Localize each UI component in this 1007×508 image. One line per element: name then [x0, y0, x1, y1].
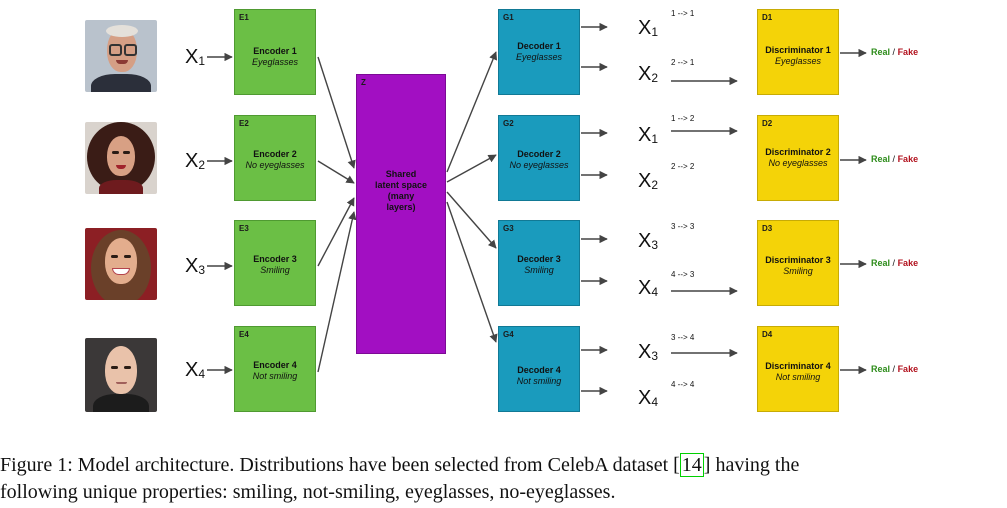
encoder-4-attr: Not smiling: [252, 371, 298, 381]
latent-tag: Z: [361, 78, 366, 87]
verdict-label-1: Real / Fake: [871, 47, 919, 57]
decoder-3-attr: Smiling: [524, 265, 554, 275]
discriminator-1-name: Discriminator 1: [765, 45, 831, 55]
decoder-3-name: Decoder 3: [517, 254, 561, 264]
pair-label-4: 2 --> 2: [671, 162, 695, 171]
encoder-3-attr: Smiling: [260, 265, 290, 275]
decoder-1-name: Decoder 1: [517, 41, 561, 51]
input-x3-label: X3: [185, 255, 206, 277]
encoder-1-tag: E1: [239, 13, 249, 22]
discriminator-2-name: Discriminator 2: [765, 147, 831, 157]
discriminator-1-tag: D1: [762, 13, 773, 22]
encoder-3-name: Encoder 3: [253, 254, 297, 264]
decoder-2-name: Decoder 2: [517, 149, 561, 159]
connection-arrows: [207, 22, 867, 396]
decoder-4-name: Decoder 4: [517, 365, 561, 375]
discriminator-3-tag: D3: [762, 224, 773, 233]
discriminator-2-attr: No eyeglasses: [768, 158, 828, 168]
encoder-1-attr: Eyeglasses: [251, 57, 299, 67]
output-label-1: X1: [638, 17, 659, 39]
output-label-4: X2: [638, 170, 659, 192]
caption-line-1: Figure 1: Model architecture. Distributi…: [0, 453, 800, 477]
encoder-2-attr: No eyeglasses: [245, 160, 305, 170]
discriminator-4-tag: D4: [762, 330, 773, 339]
discriminator-3-attr: Smiling: [783, 266, 813, 276]
encoder-1-name: Encoder 1: [253, 46, 297, 56]
latent-line-1: Shared: [385, 169, 417, 179]
pair-label-3: 1 --> 2: [671, 114, 695, 123]
output-label-8: X4: [638, 387, 659, 409]
decoder-3-tag: G3: [503, 224, 514, 233]
verdict-label-2: Real / Fake: [871, 154, 919, 164]
decoder-4-attr: Not smiling: [516, 376, 562, 386]
figure-caption: Figure 1: Model architecture. Distributi…: [0, 452, 1007, 506]
pair-label-2: 2 --> 1: [671, 58, 695, 67]
face-photo-2: [85, 122, 157, 194]
face-photo-4: [85, 338, 157, 412]
shared-latent-space-box: Z Shared latent space (many layers): [356, 74, 446, 354]
citation-link[interactable]: 14: [679, 453, 704, 477]
output-label-7: X3: [638, 341, 659, 363]
latent-line-4: layers): [386, 202, 416, 212]
latent-line-3: (many: [387, 191, 415, 201]
pair-label-7: 3 --> 4: [671, 333, 695, 342]
encoder-4-name: Encoder 4: [253, 360, 297, 370]
input-x4-label: X4: [185, 359, 206, 381]
output-label-6: X4: [638, 277, 659, 299]
input-x2-label: X2: [185, 150, 206, 172]
discriminator-3-name: Discriminator 3: [765, 255, 831, 265]
face-photo-1: [85, 20, 157, 92]
decoder-4-tag: G4: [503, 330, 514, 339]
face-photo-3: [85, 228, 157, 300]
decoder-2-attr: No eyeglasses: [509, 160, 569, 170]
pair-label-6: 4 --> 3: [671, 270, 695, 279]
discriminator-1-attr: Eyeglasses: [774, 56, 822, 66]
input-x1-label: X1: [185, 46, 206, 68]
output-label-5: X3: [638, 230, 659, 252]
output-label-2: X2: [638, 63, 659, 85]
pair-label-1: 1 --> 1: [671, 9, 695, 18]
discriminator-2-tag: D2: [762, 119, 773, 128]
encoder-3-tag: E3: [239, 224, 249, 233]
verdict-label-3: Real / Fake: [871, 258, 919, 268]
decoder-1-attr: Eyeglasses: [515, 52, 563, 62]
pair-label-8: 4 --> 4: [671, 380, 695, 389]
pair-label-5: 3 --> 3: [671, 222, 695, 231]
discriminator-4-attr: Not smiling: [775, 372, 821, 382]
decoder-2-tag: G2: [503, 119, 514, 128]
encoder-4-tag: E4: [239, 330, 249, 339]
caption-line-2: following unique properties: smiling, no…: [0, 481, 616, 503]
encoder-2-tag: E2: [239, 119, 249, 128]
verdict-label-4: Real / Fake: [871, 364, 919, 374]
encoder-2-name: Encoder 2: [253, 149, 297, 159]
output-label-3: X1: [638, 124, 659, 146]
discriminator-4-name: Discriminator 4: [765, 361, 831, 371]
decoder-1-tag: G1: [503, 13, 514, 22]
latent-line-2: latent space: [374, 180, 428, 190]
